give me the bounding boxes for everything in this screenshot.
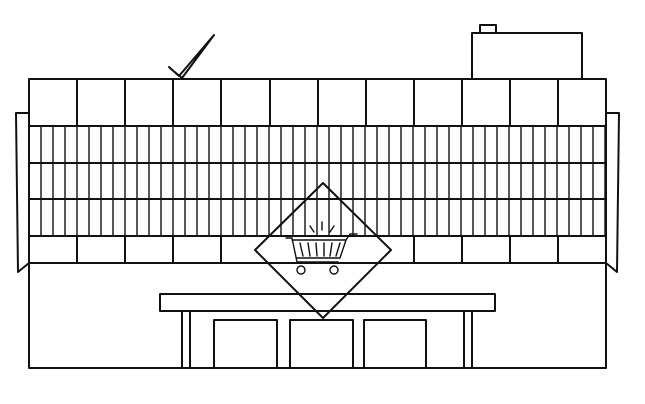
entrance-doors xyxy=(213,319,427,369)
right-door xyxy=(363,319,427,369)
right-wing xyxy=(605,112,620,273)
roof-utility-box xyxy=(471,24,583,80)
left-wing xyxy=(15,112,30,273)
left-door xyxy=(213,319,278,369)
check-mark-icon xyxy=(168,34,215,79)
lower-panel-row xyxy=(28,235,607,264)
center-door xyxy=(289,319,354,369)
upper-panel-row xyxy=(28,78,607,127)
shopping-cart-icon xyxy=(285,221,358,275)
window-grid xyxy=(28,125,607,237)
entrance-canopy xyxy=(159,293,496,369)
store-sign xyxy=(254,182,392,319)
